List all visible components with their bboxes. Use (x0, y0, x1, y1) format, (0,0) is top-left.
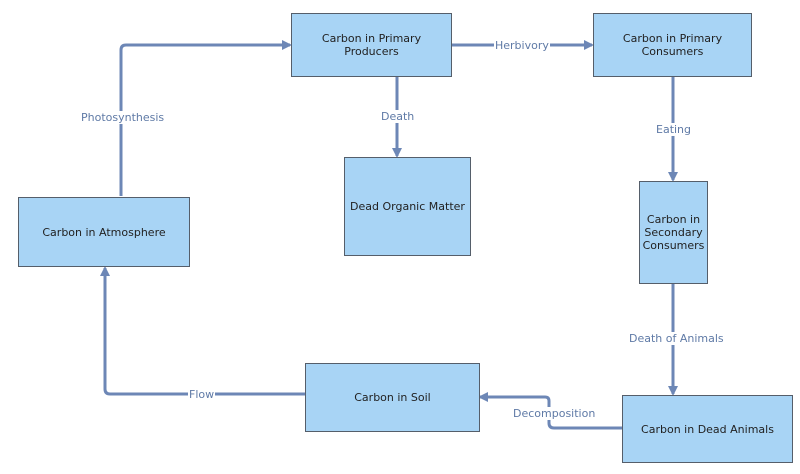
node-dead-organic-matter: Dead Organic Matter (344, 157, 471, 256)
node-dead-animals: Carbon in Dead Animals (622, 395, 793, 463)
label-decomposition: Decomposition (512, 407, 597, 420)
node-primary-consumers: Carbon in Primary Consumers (593, 13, 752, 77)
node-primary-producers: Carbon in Primary Producers (291, 13, 452, 77)
label-flow: Flow (188, 388, 216, 401)
label-death: Death (380, 110, 416, 123)
label-photosynthesis: Photosynthesis (80, 111, 166, 124)
label-herbivory: Herbivory (494, 39, 550, 52)
node-atmosphere: Carbon in Atmosphere (18, 197, 190, 267)
edge-flow (100, 266, 305, 396)
node-secondary-consumers: Carbon in Secondary Consumers (639, 181, 708, 284)
node-soil: Carbon in Soil (305, 363, 480, 432)
label-death-of-animals: Death of Animals (628, 332, 725, 345)
label-eating: Eating (655, 123, 693, 136)
edge-photosynthesis (119, 40, 292, 196)
